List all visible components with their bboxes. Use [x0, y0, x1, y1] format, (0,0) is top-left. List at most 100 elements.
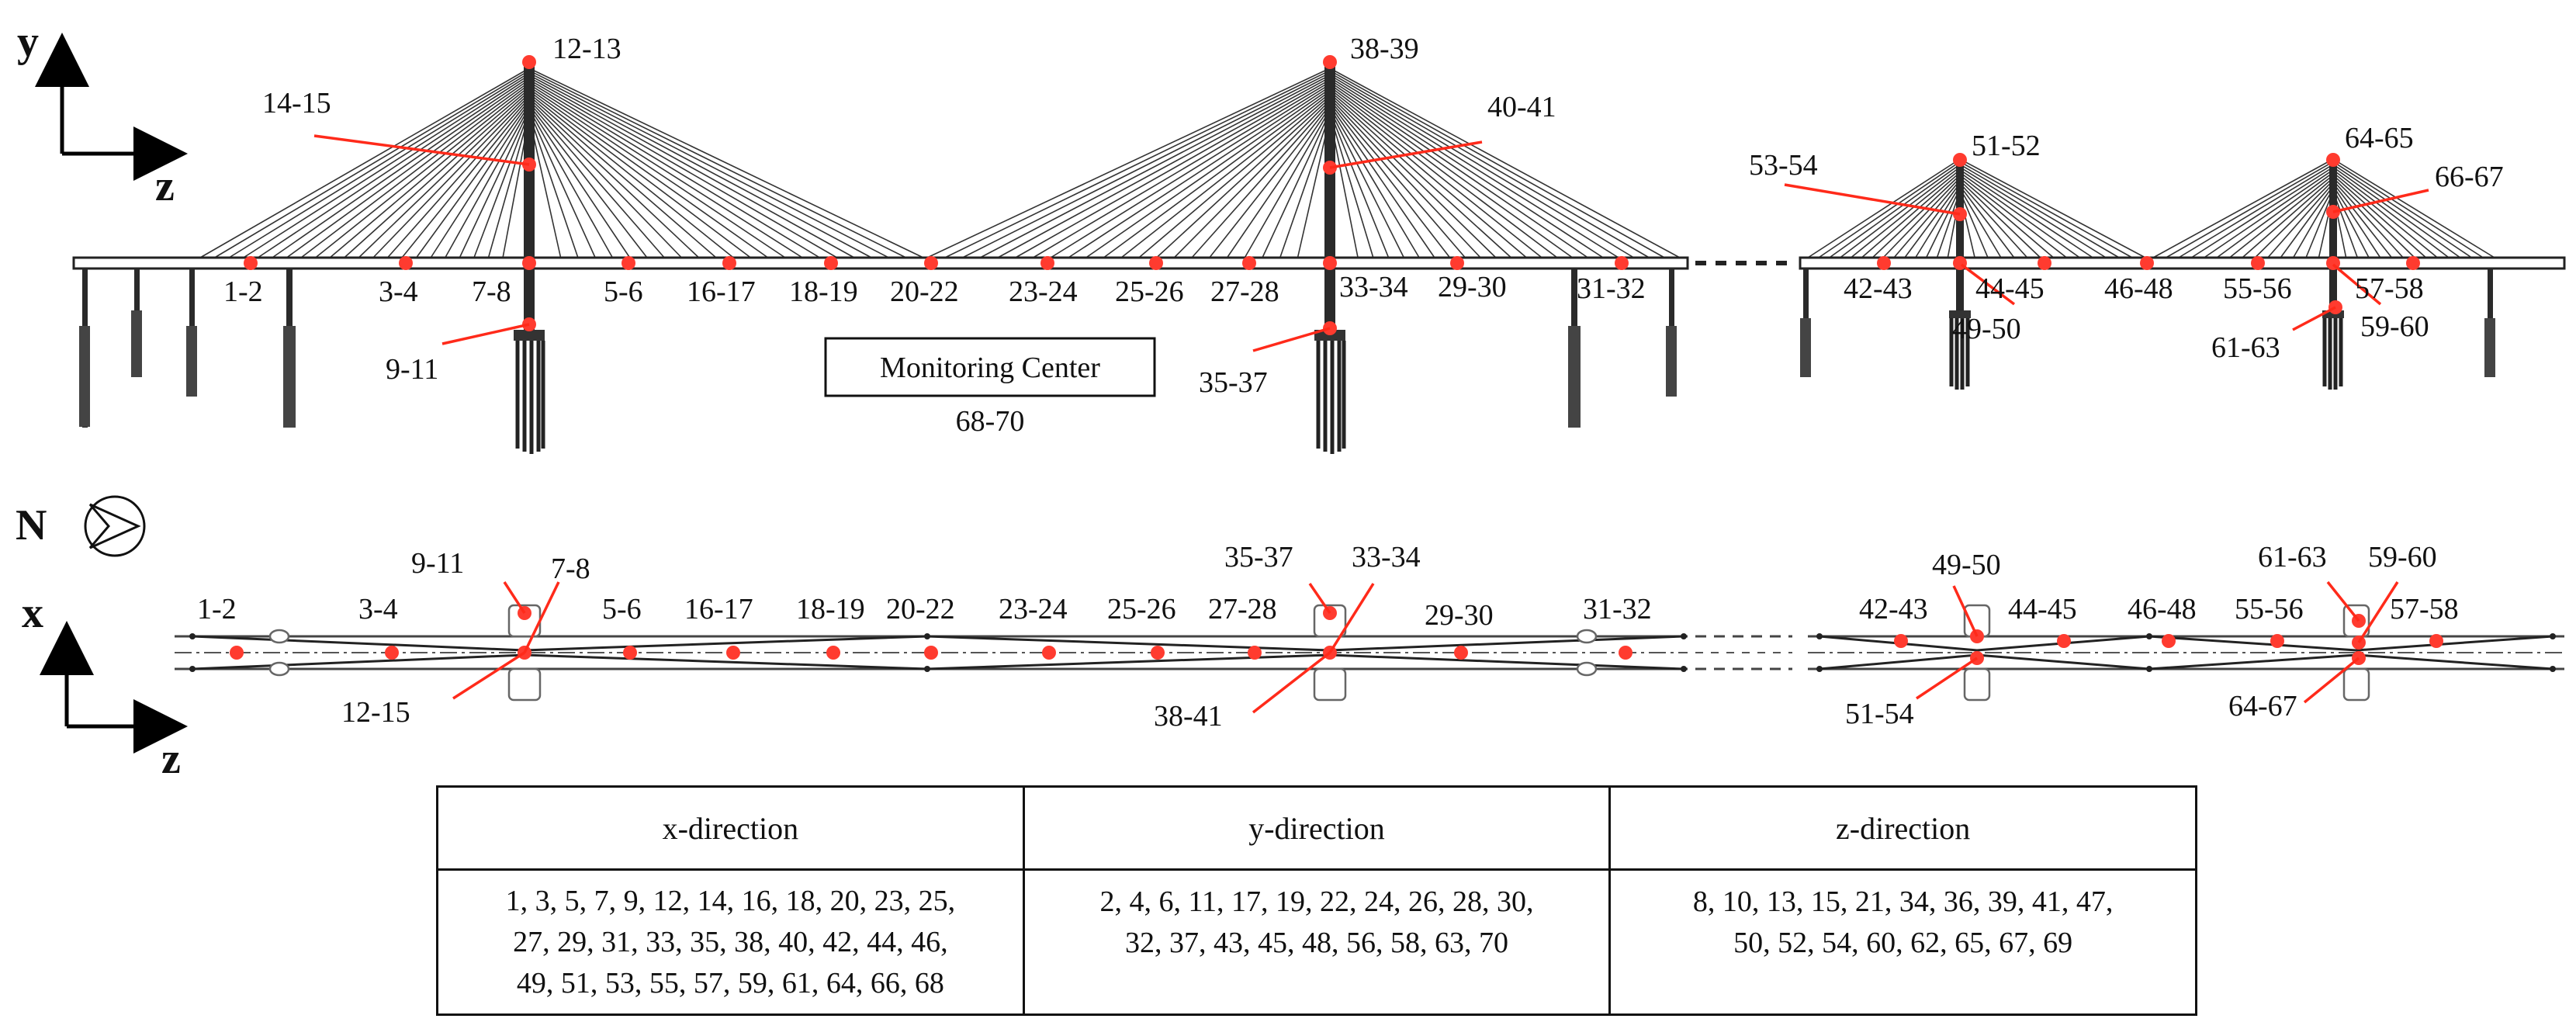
- sensor-point: [722, 256, 736, 270]
- plan-label-55-56: 55-56: [2235, 593, 2304, 625]
- label-23-24: 23-24: [1009, 275, 1078, 308]
- plan-label-44-45: 44-45: [2008, 593, 2077, 625]
- y-line-2: 32, 37, 43, 45, 48, 56, 58, 63, 70: [1124, 927, 1508, 959]
- sensor-point: [1151, 646, 1165, 660]
- plan-label-25-26: 25-26: [1107, 593, 1176, 625]
- sensor-point: [2326, 153, 2340, 167]
- main-span-deck: [72, 256, 1689, 270]
- north-label: N: [16, 501, 47, 549]
- side-piers: [79, 269, 2495, 428]
- label-53-54: 53-54: [1749, 149, 1818, 182]
- label-40-41: 40-41: [1487, 91, 1556, 123]
- sensor-point: [1454, 646, 1468, 660]
- sensor-point: [2270, 634, 2284, 648]
- cable-fan-tower-2: [926, 68, 1681, 258]
- sensor-point: [1042, 646, 1056, 660]
- sensor-point: [1149, 256, 1163, 270]
- plan-axes: x z: [22, 589, 188, 783]
- tower-1: [524, 62, 535, 330]
- label-12-13: 12-13: [552, 33, 621, 65]
- plan-label-46-48: 46-48: [2128, 593, 2197, 625]
- tower-3-foundation: [1949, 310, 1971, 390]
- tower-4: [2329, 155, 2337, 310]
- plan-label-23-24: 23-24: [999, 593, 1068, 625]
- elevation-leaders: [313, 134, 2429, 352]
- sensor-point: [1323, 256, 1337, 270]
- label-57-58: 57-58: [2355, 272, 2424, 305]
- sensor-point: [2038, 256, 2051, 270]
- plan-label-1-2: 1-2: [197, 593, 237, 625]
- plan-label-16-17: 16-17: [684, 593, 753, 625]
- plan-label-42-43: 42-43: [1859, 593, 1928, 625]
- label-61-63: 61-63: [2211, 331, 2280, 364]
- plan-labels: 1-2 3-4 9-11 7-8 5-6 16-17 18-19 20-22 2…: [197, 541, 2459, 733]
- y-axis-label: y: [17, 18, 39, 66]
- plan-label-3-4: 3-4: [358, 593, 398, 625]
- x-axis-label: x: [22, 589, 43, 637]
- plan-structure: [175, 604, 2564, 702]
- monitoring-center-ids: 68-70: [956, 405, 1025, 438]
- sensor-point: [1248, 646, 1262, 660]
- sensor-point: [2140, 256, 2154, 270]
- label-31-32: 31-32: [1577, 272, 1646, 305]
- label-5-6: 5-6: [604, 275, 643, 308]
- header-x-direction: x-direction: [436, 785, 1025, 871]
- sensor-point: [824, 256, 838, 270]
- sensor-point: [1619, 646, 1633, 660]
- z-line-2: 50, 52, 54, 60, 62, 65, 67, 69: [1733, 927, 2073, 959]
- cell-z-direction: 8, 10, 13, 15, 21, 34, 36, 39, 41, 47, 5…: [1608, 868, 2197, 1016]
- sensor-point: [2429, 634, 2443, 648]
- plan-label-59-60: 59-60: [2368, 541, 2437, 573]
- label-42-43: 42-43: [1844, 272, 1913, 305]
- plan-label-38-41: 38-41: [1154, 700, 1223, 733]
- label-46-48: 46-48: [2104, 272, 2173, 305]
- table-header-row: x-direction y-direction z-direction: [436, 785, 2197, 871]
- sensor-point: [2406, 256, 2420, 270]
- plan-label-35-37: 35-37: [1224, 541, 1293, 573]
- label-29-30: 29-30: [1438, 271, 1507, 303]
- plan-label-5-6: 5-6: [602, 593, 642, 625]
- monitoring-center-label: Monitoring Center: [880, 352, 1100, 384]
- plan-label-29-30: 29-30: [1425, 599, 1494, 632]
- label-38-39: 38-39: [1350, 33, 1419, 65]
- label-66-67: 66-67: [2435, 161, 2504, 193]
- table-row: 1, 3, 5, 7, 9, 12, 14, 16, 18, 20, 23, 2…: [436, 868, 2197, 1016]
- plan-label-7-8: 7-8: [551, 553, 590, 585]
- elevation-labels: 12-13 38-39 51-52 64-65 14-15 40-41 53-5…: [223, 33, 2504, 399]
- elevation-axes: y z: [17, 18, 188, 210]
- sensor-point: [1323, 55, 1337, 69]
- x-line-1: 1, 3, 5, 7, 9, 12, 14, 16, 18, 20, 23, 2…: [505, 884, 956, 917]
- tower-1-foundation: [514, 330, 545, 454]
- sensor-point: [2251, 256, 2265, 270]
- plan-label-12-15: 12-15: [341, 696, 410, 729]
- label-49-50: 49-50: [1952, 313, 2021, 345]
- label-59-60: 59-60: [2360, 310, 2429, 343]
- label-35-37: 35-37: [1199, 366, 1268, 399]
- plan-label-33-34: 33-34: [1352, 541, 1421, 573]
- sensor-point: [1894, 634, 1908, 648]
- y-line-1: 2, 4, 6, 11, 17, 19, 22, 24, 26, 28, 30,: [1099, 885, 1534, 918]
- north-compass-icon: [84, 495, 146, 557]
- plan-label-9-11: 9-11: [411, 547, 464, 580]
- plan-leaders: [452, 580, 2399, 714]
- label-51-52: 51-52: [1972, 130, 2041, 162]
- label-7-8: 7-8: [472, 275, 511, 308]
- sensor-point: [621, 256, 635, 270]
- sensor-point: [1615, 256, 1629, 270]
- monitoring-center-box: [824, 337, 1156, 397]
- label-1-2: 1-2: [223, 275, 263, 308]
- sensor-point: [1242, 256, 1256, 270]
- sensor-point: [826, 646, 840, 660]
- sensor-point: [244, 256, 258, 270]
- sensor-point: [522, 256, 536, 270]
- z-line-1: 8, 10, 13, 15, 21, 34, 36, 39, 41, 47,: [1692, 885, 2114, 918]
- z-axis-label-elevation: z: [155, 162, 175, 210]
- label-9-11: 9-11: [386, 353, 438, 386]
- x-line-2: 27, 29, 31, 33, 35, 38, 40, 42, 44, 46,: [513, 925, 948, 958]
- plan-label-64-67: 64-67: [2228, 690, 2297, 722]
- label-64-65: 64-65: [2345, 122, 2414, 154]
- sensor-point: [230, 646, 244, 660]
- cell-y-direction: 2, 4, 6, 11, 17, 19, 22, 24, 26, 28, 30,…: [1022, 868, 1612, 1016]
- label-55-56: 55-56: [2223, 272, 2292, 305]
- approach-span-deck: [1799, 256, 2566, 270]
